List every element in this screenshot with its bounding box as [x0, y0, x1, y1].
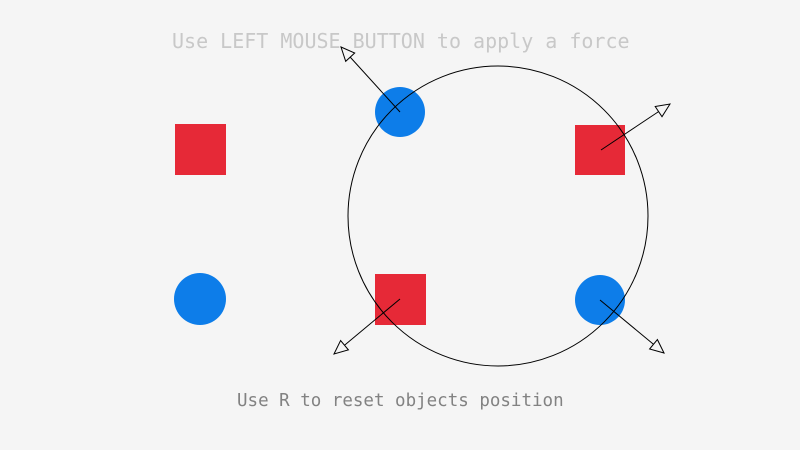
- force-arrowhead-icon: [648, 338, 665, 354]
- instruction-apply-force: Use LEFT MOUSE BUTTON to apply a force: [172, 29, 630, 53]
- blue-ball-bottom-right[interactable]: [575, 275, 625, 325]
- instruction-reset: Use R to reset objects position: [237, 391, 564, 411]
- red-box-top-right[interactable]: [575, 125, 625, 175]
- force-arrowhead-icon: [654, 103, 672, 118]
- red-box-top-left[interactable]: [175, 124, 226, 175]
- force-arrowhead-icon: [333, 339, 350, 355]
- red-box-bottom-middle[interactable]: [375, 274, 426, 325]
- blue-ball-top[interactable]: [375, 87, 425, 137]
- blue-ball-bottom-left[interactable]: [174, 273, 226, 325]
